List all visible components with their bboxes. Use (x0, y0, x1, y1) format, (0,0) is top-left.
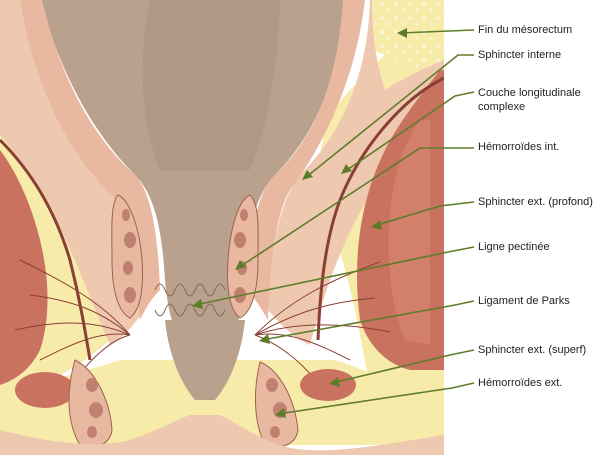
internal-sphincter-left (20, 0, 160, 320)
leader-hemorroides-ext (277, 382, 475, 415)
leader-ligament-parks (261, 300, 475, 341)
external-sphincter-superficial-right (300, 369, 356, 401)
longitudinal-layer-left (0, 138, 92, 361)
left-perirectal-tissue (0, 0, 145, 345)
mesorectum-fat (372, 0, 444, 90)
fibres-right (254, 261, 391, 381)
label-hemorroides-int: Hémorroïdes int. (478, 141, 560, 153)
leader-fin-mesorectum (399, 29, 475, 34)
perianal-skin (0, 415, 444, 455)
label-hemorroides-ext: Hémorroïdes ext. (478, 377, 563, 389)
leader-hemorroides-int (237, 147, 474, 269)
right-perirectal-tissue (268, 0, 444, 345)
leader-lines (194, 29, 475, 415)
rectum-lumen-shade (142, 0, 280, 170)
label-couche-longitudinale-line2: complexe (478, 101, 526, 113)
label-ligne-pectinee: Ligne pectinée (478, 241, 550, 253)
external-sphincter-deep-right-inner (388, 120, 430, 345)
leader-couche-longitudinale (343, 91, 475, 173)
label-ligament-parks: Ligament de Parks (478, 295, 570, 307)
label-couche-longitudinale-line1: Couche longitudinale (478, 87, 581, 99)
label-fin-mesorectum: Fin du mésorectum (478, 24, 573, 36)
anal-canal (165, 320, 245, 400)
leader-sphincter-ext-profond (373, 201, 475, 227)
right-white-panel (444, 0, 610, 464)
hemorrhoids-external-left (68, 359, 113, 448)
leader-arrowheads (192, 28, 407, 418)
fibres-left (14, 259, 131, 381)
leader-sphincter-ext-superf (331, 349, 475, 384)
hemorrhoids-internal-left (111, 194, 143, 319)
label-sphincter-ext-profond: Sphincter ext. (profond) (478, 196, 593, 208)
external-sphincter-superficial-left (15, 372, 75, 408)
leader-ligne-pectinee (194, 246, 475, 306)
leader-sphincter-interne (304, 54, 474, 179)
internal-sphincter-right (248, 0, 365, 320)
label-sphincter-ext-superf: Sphincter ext. (superf) (478, 344, 587, 356)
label-sphincter-interne: Sphincter interne (478, 49, 562, 61)
pectinate-line-papillae (154, 283, 226, 317)
